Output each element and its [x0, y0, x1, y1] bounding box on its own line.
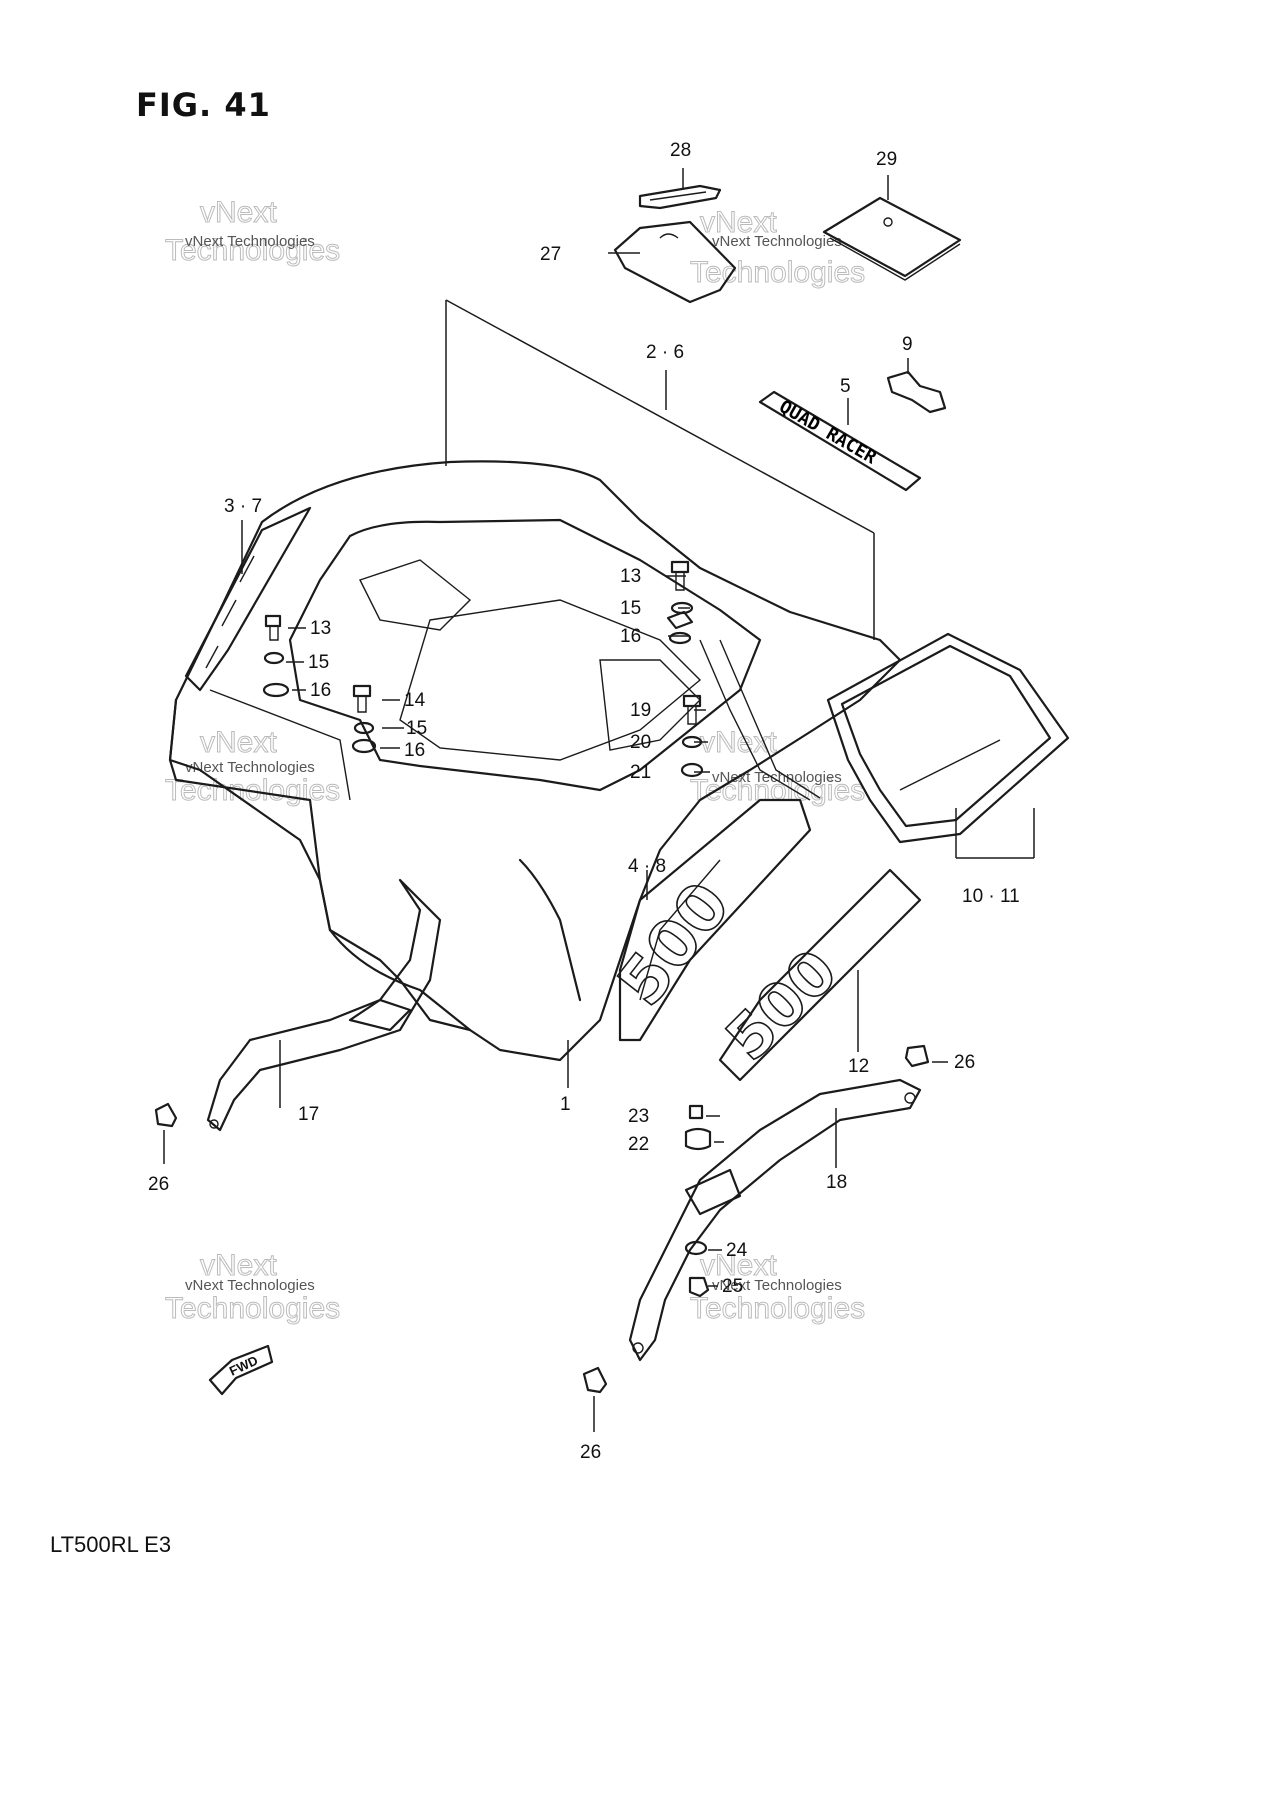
figure-title: FIG. 41: [136, 86, 271, 124]
callout-14: 14: [404, 690, 426, 711]
watermark-group: vNext Technologies vNext Technologies vN…: [165, 196, 866, 1326]
callout-16-left: 16: [310, 680, 331, 701]
callout-21: 21: [630, 762, 651, 783]
callout-9: 9: [902, 334, 913, 355]
callout-26-left: 26: [148, 1174, 169, 1195]
callout-20: 20: [630, 732, 651, 753]
callout-26-bottom: 26: [580, 1442, 601, 1463]
callout-2-6: 2 · 6: [646, 342, 684, 363]
fwd-arrow: FWD: [208, 1344, 274, 1396]
callout-13-upper: 13: [620, 566, 641, 587]
part-1-rear-fender: [168, 460, 902, 1062]
part-28-strap: [638, 184, 722, 210]
callout-22: 22: [628, 1134, 649, 1155]
watermark-text: vNext Technologies: [712, 1277, 842, 1294]
watermark-ghost: Technologies: [690, 1292, 865, 1325]
model-code: LT500RL E3: [50, 1532, 172, 1557]
watermark-ghost: vNext: [200, 726, 277, 759]
callout-23: 23: [628, 1106, 649, 1127]
part-17-brace: [206, 878, 442, 1132]
part-9-clip: [886, 370, 947, 414]
callout-25: 25: [722, 1276, 743, 1297]
callout-13-left: 13: [310, 618, 331, 639]
part-18-brace: [628, 1078, 922, 1362]
part-29-pad: [822, 196, 962, 281]
callout-5: 5: [840, 376, 851, 397]
callout-12: 12: [848, 1056, 869, 1077]
part-10-11-rack: [826, 632, 1070, 844]
watermark-ghost: Technologies: [165, 234, 340, 267]
callout-16-lower: 16: [404, 740, 425, 761]
part-5-decal: QUAD RACER: [758, 390, 922, 492]
watermark-text: vNext Technologies: [712, 233, 842, 250]
callout-19: 19: [630, 700, 651, 721]
decal-quad-racer-text: QUAD RACER: [776, 396, 880, 468]
watermark-text: vNext Technologies: [185, 1277, 315, 1294]
watermark-ghost: Technologies: [690, 256, 865, 289]
callout-29: 29: [876, 149, 897, 170]
callout-27: 27: [540, 244, 561, 265]
fastener-group: [154, 560, 930, 1394]
callout-17: 17: [298, 1104, 319, 1125]
watermark-ghost: vNext: [700, 726, 777, 759]
callout-26-right: 26: [954, 1052, 975, 1073]
watermark-text: vNext Technologies: [185, 759, 315, 776]
watermark-ghost: vNext: [700, 206, 777, 239]
watermark-ghost: Technologies: [690, 774, 865, 807]
part-3-7-side-strip: [184, 506, 312, 692]
leader-lines: [163, 168, 1035, 1432]
watermark-ghost: vNext: [200, 196, 277, 229]
watermark-ghost: vNext: [700, 1249, 777, 1282]
callout-labels: 28 27 29 9 5 2 · 6 3 · 7 4 · 8 1 17 12 1…: [148, 140, 1020, 1463]
callout-15-left: 15: [308, 652, 329, 673]
callout-1: 1: [560, 1094, 571, 1115]
callout-3-7: 3 · 7: [224, 496, 262, 517]
callout-16-upper: 16: [620, 626, 641, 647]
callout-15-upper: 15: [620, 598, 641, 619]
part-27-pad: [613, 220, 737, 304]
callout-24: 24: [726, 1240, 748, 1261]
watermark-ghost: vNext: [200, 1249, 277, 1282]
watermark-text: vNext Technologies: [712, 769, 842, 786]
watermark-text: vNext Technologies: [185, 233, 315, 250]
decal-500-text: 500: [713, 937, 851, 1075]
watermark-ghost: Technologies: [165, 1292, 340, 1325]
callout-18: 18: [826, 1172, 847, 1193]
callout-10-11: 10 · 11: [962, 886, 1020, 907]
callout-4-8: 4 · 8: [628, 856, 666, 877]
callout-15-lower: 15: [406, 718, 427, 739]
callout-28: 28: [670, 140, 691, 161]
